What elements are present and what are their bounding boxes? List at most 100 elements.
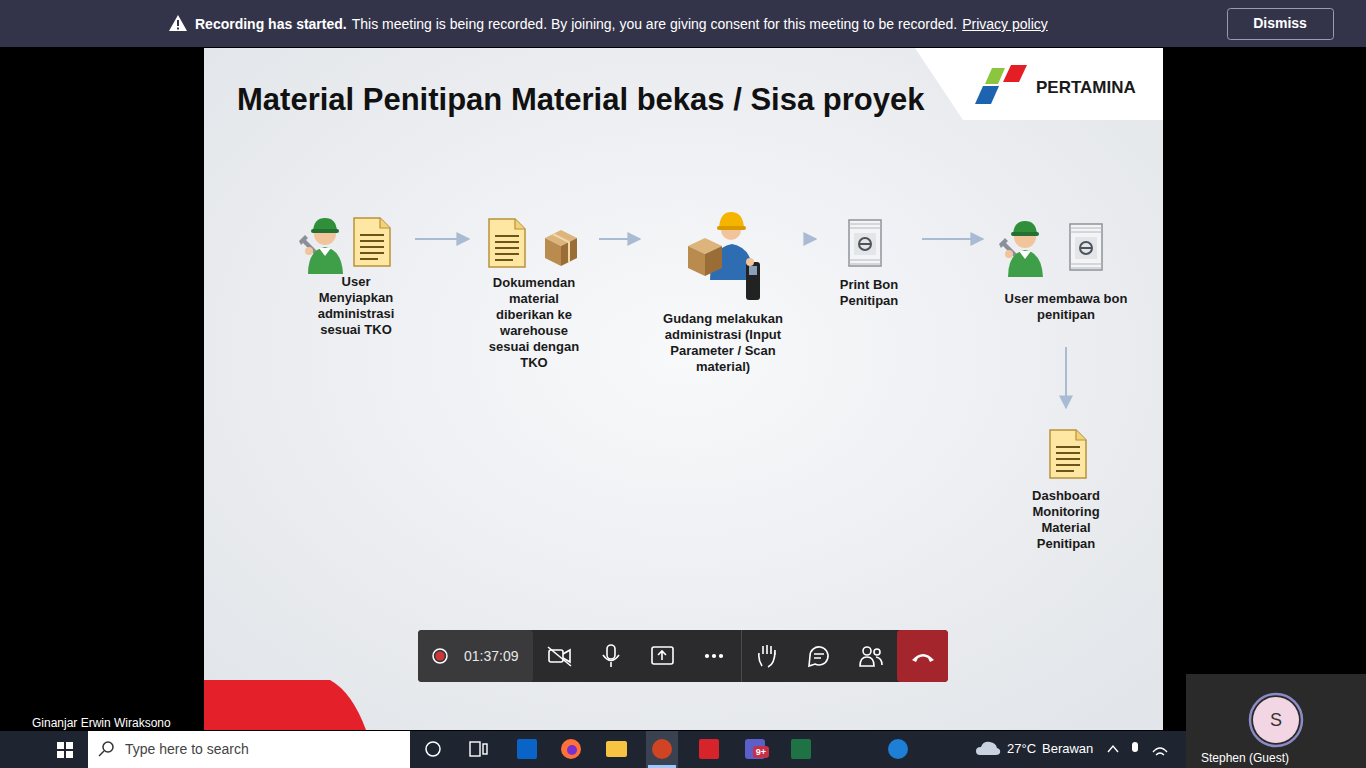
dismiss-button	[1228, 9, 1334, 40]
icon-part	[863, 647, 871, 655]
slide	[204, 48, 1163, 730]
icon-part	[57, 751, 64, 758]
icon-part	[874, 649, 880, 655]
step-text: Dashboard Monitoring Material Penitipan	[1026, 488, 1106, 552]
hangup-button	[897, 630, 948, 682]
icon-part	[814, 654, 824, 658]
excel-icon	[791, 739, 811, 759]
logo-panel	[915, 48, 1163, 120]
banner-text: This meeting is being recorded. By joini…	[352, 15, 957, 33]
privacy-link: Privacy policy	[962, 15, 1048, 33]
presenter-name: Ginanjar Erwin Wiraksono	[32, 716, 171, 730]
banner-heading: Recording has started.	[195, 15, 347, 33]
icon-part	[720, 655, 723, 658]
warning-mark	[177, 20, 179, 26]
temperature: 27°C	[1007, 741, 1036, 757]
bill-icon	[1070, 224, 1102, 270]
process-step: User Menyiapkan administrasi sesuai TKO	[314, 210, 398, 338]
slide-corner	[204, 680, 366, 730]
folder-icon	[606, 741, 627, 757]
flow-arrow	[1065, 347, 1067, 408]
taskbar	[0, 731, 1366, 768]
timer-panel	[418, 630, 533, 682]
document-icon	[1050, 430, 1086, 478]
banner-row: Recording has started. This meeting is be…	[195, 15, 1048, 33]
icon-part	[607, 645, 615, 659]
icon-part	[706, 655, 709, 658]
hangup-icon	[912, 654, 934, 662]
icon-part	[860, 657, 874, 666]
icon-part	[652, 647, 673, 664]
worker-icon	[999, 221, 1043, 277]
box-icon	[545, 230, 577, 266]
icon-part	[548, 647, 571, 666]
icon-part	[483, 744, 487, 754]
search-placeholder: Type here to search	[125, 741, 249, 758]
avatar-ring	[1250, 694, 1302, 746]
button-label: Dismiss	[1227, 8, 1333, 39]
weather-icon	[976, 742, 1000, 755]
flow-arrow	[415, 238, 469, 240]
record-ring	[433, 649, 447, 663]
icon-part	[876, 657, 882, 665]
icon-part	[66, 751, 73, 758]
process-step: Dokumendan material diberikan ke warehou…	[486, 217, 582, 371]
control-icons	[548, 645, 882, 667]
avatar	[1253, 697, 1299, 743]
powerpoint-icon	[652, 739, 672, 759]
search-box	[88, 731, 410, 768]
flow-arrow	[806, 238, 816, 240]
icon-part	[809, 647, 828, 666]
recording-banner	[0, 0, 1366, 47]
step-text: User Menyiapkan administrasi sesuai TKO	[314, 274, 398, 338]
worker-icon	[299, 218, 343, 274]
call-controls	[418, 630, 948, 682]
logo-green	[985, 68, 1005, 84]
warehouse-worker-icon	[688, 212, 760, 300]
firefox-icon	[561, 739, 581, 759]
icon-part	[603, 655, 619, 667]
logo-wordmark: PERTAMINA	[1036, 78, 1136, 98]
participant-tile	[1186, 674, 1366, 768]
process-step: Gudang melakukan administrasi (Input Par…	[657, 208, 789, 375]
icon-part	[66, 742, 73, 749]
search-icon	[103, 742, 113, 752]
acrobat-icon	[699, 739, 719, 759]
tray-mic	[1132, 742, 1138, 752]
icon-part	[759, 645, 775, 667]
step-text: Print Bon Penitipan	[833, 277, 905, 309]
process-step: Dashboard Monitoring Material Penitipan	[1026, 428, 1106, 552]
cortana-icon	[426, 742, 440, 756]
icon-part	[713, 655, 716, 658]
active-app-highlight	[646, 731, 678, 768]
control-divider	[741, 630, 742, 682]
outlook-icon	[517, 739, 537, 759]
flow-arrow	[599, 238, 640, 240]
record-dot	[436, 652, 445, 661]
avatar-initial: S	[1252, 696, 1300, 744]
step-text: User membawa bon penitipan	[1000, 291, 1132, 323]
logo-blue	[975, 86, 999, 104]
bill-icon	[849, 220, 881, 266]
badge	[753, 746, 769, 758]
process-step: Print Bon Penitipan	[833, 218, 905, 309]
search-icon-handle	[99, 751, 104, 756]
badge-count: 9+	[753, 746, 769, 758]
task-view-icon	[470, 742, 487, 756]
icon-part	[57, 742, 64, 749]
icon-part	[549, 650, 563, 662]
icon-part	[470, 742, 480, 756]
slide-title: Material Penitipan Material bekas / Sisa…	[237, 82, 924, 118]
call-timer: 01:37:09	[464, 648, 519, 665]
tray-wifi	[1153, 748, 1167, 755]
start-button	[57, 742, 73, 758]
step-text: Dokumendan material diberikan ke warehou…	[486, 275, 582, 371]
step-text: Gudang melakukan administrasi (Input Par…	[657, 311, 789, 375]
weather-text: Berawan	[1042, 741, 1093, 757]
participant-name: Stephen (Guest)	[1201, 751, 1289, 765]
icon-part	[658, 651, 666, 660]
active-app-bar	[648, 765, 676, 768]
warning-icon	[169, 15, 187, 31]
